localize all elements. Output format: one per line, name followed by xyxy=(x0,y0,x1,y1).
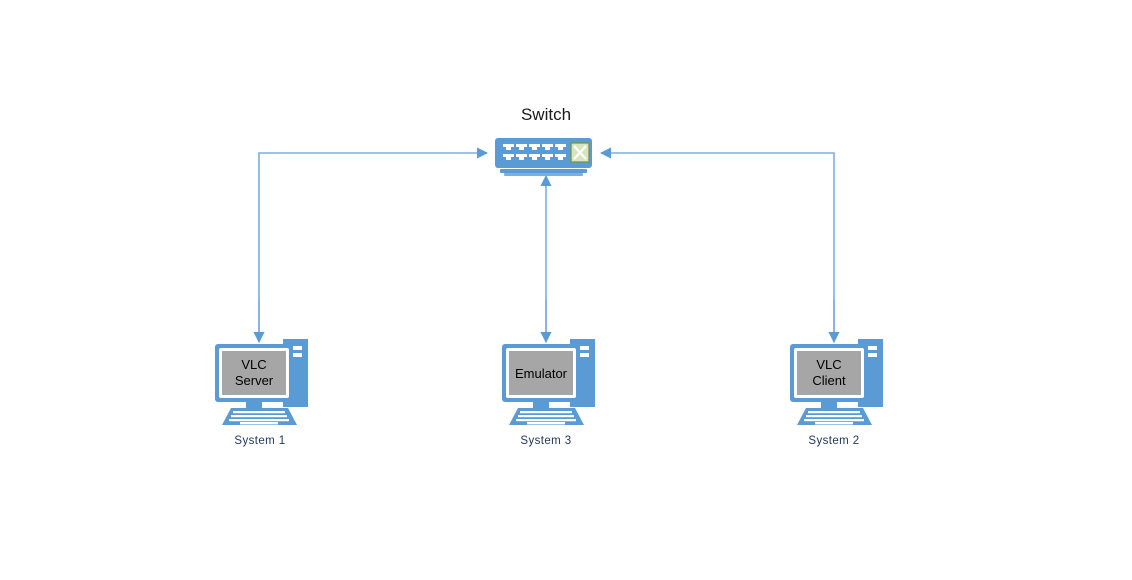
tower-slot xyxy=(290,353,302,357)
crossed-arrows-icon xyxy=(570,142,590,163)
keyboard-keys xyxy=(229,411,289,425)
monitor-screen xyxy=(797,351,861,395)
screen-text-system3: Emulator xyxy=(461,366,621,382)
monitor-stand-neck xyxy=(533,402,549,408)
screen-line-2: Server xyxy=(234,373,274,388)
keyboard-keys xyxy=(804,411,864,425)
screen-line-2: Client xyxy=(812,373,846,388)
network-switch-icon[interactable] xyxy=(495,138,592,176)
screen-text-system2: VLC Client xyxy=(749,357,909,389)
switch-base-top xyxy=(500,169,587,173)
monitor-screen xyxy=(509,351,573,395)
tower-slot xyxy=(865,346,877,350)
screen-line-1: VLC xyxy=(241,357,267,372)
screen-line-1: Emulator xyxy=(514,366,568,381)
screen-text-system1: VLC Server xyxy=(174,357,334,389)
connector-line xyxy=(258,147,489,340)
keyboard-keys xyxy=(516,411,576,425)
connector-switch-system1 xyxy=(253,147,489,344)
tower-slot xyxy=(290,346,302,350)
connector-line xyxy=(599,147,835,340)
switch-title: Switch xyxy=(520,105,572,124)
node-caption-system1: System 1 xyxy=(234,435,286,447)
tower-slot xyxy=(865,353,877,357)
desktop-computer-icon-system3[interactable] xyxy=(502,339,595,425)
desktop-computer-icon-system1[interactable] xyxy=(215,339,308,425)
switch-base-bottom xyxy=(504,173,583,176)
screen-line-1: VLC xyxy=(816,357,842,372)
monitor-screen xyxy=(222,351,286,395)
node-caption-system3: System 3 xyxy=(520,435,572,447)
monitor-stand-neck xyxy=(246,402,262,408)
connector-switch-system2 xyxy=(599,147,840,344)
tower-slot xyxy=(577,353,589,357)
node-caption-system2: System 2 xyxy=(808,435,860,447)
tower-slot xyxy=(577,346,589,350)
desktop-computer-icon-system2[interactable] xyxy=(790,339,883,425)
switch-ports xyxy=(503,144,566,160)
monitor-stand-neck xyxy=(821,402,837,408)
